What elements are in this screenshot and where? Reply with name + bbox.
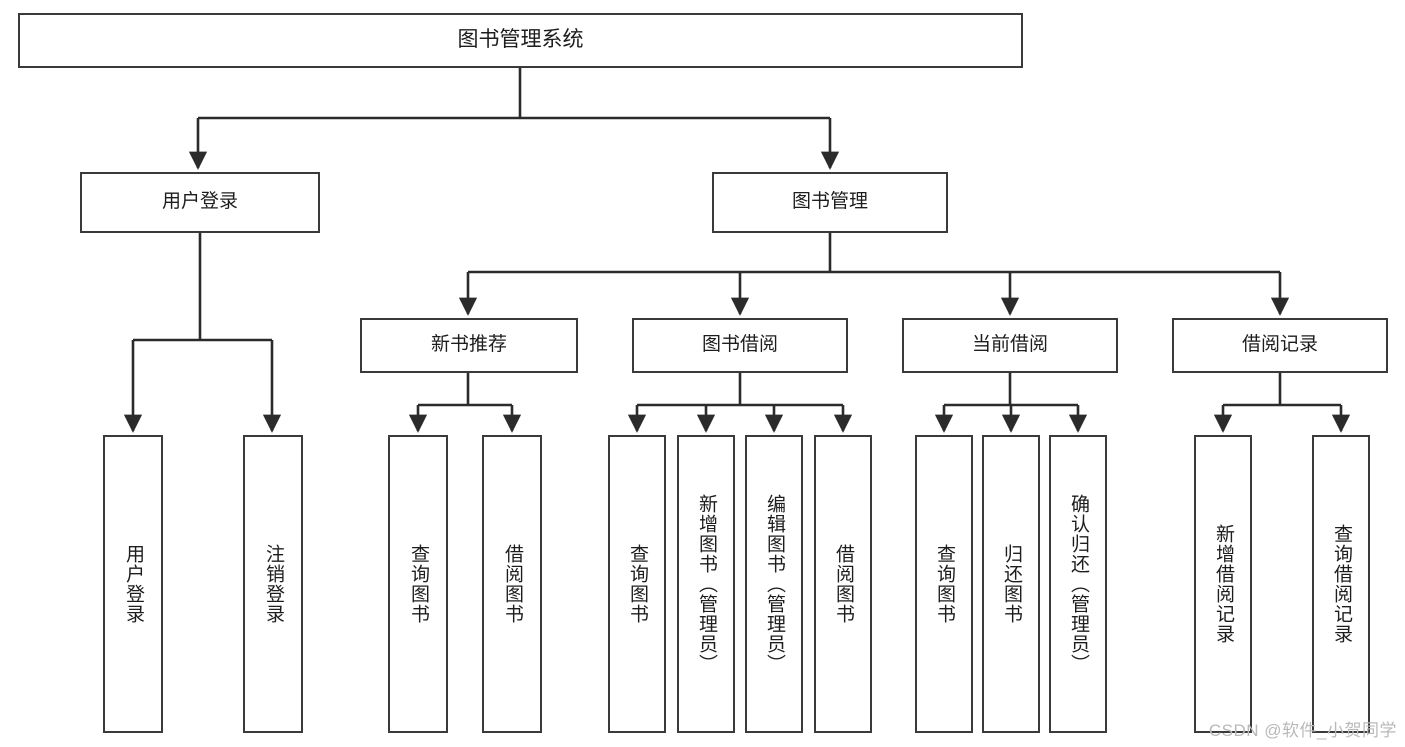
node-leaf-add-record-label: 新增借阅记录 — [1212, 524, 1234, 644]
node-leaf-logout[interactable]: 注销登录 — [243, 435, 303, 733]
node-leaf-query-book-rec[interactable]: 查询图书 — [388, 435, 448, 733]
node-leaf-query-book-cur-label: 查询图书 — [933, 544, 955, 624]
node-leaf-query-book-cur[interactable]: 查询图书 — [915, 435, 973, 733]
node-leaf-query-record-label: 查询借阅记录 — [1330, 524, 1352, 644]
watermark: CSDN @软件_小贺同学 — [1208, 721, 1397, 740]
node-leaf-edit-book[interactable]: 编辑图书（管理员） — [745, 435, 803, 733]
node-leaf-query-record[interactable]: 查询借阅记录 — [1312, 435, 1370, 733]
node-leaf-borrow-book[interactable]: 借阅图书 — [814, 435, 872, 733]
node-leaf-user-login-label: 用户登录 — [122, 544, 144, 624]
node-user-login-label: 用户登录 — [161, 191, 238, 213]
node-leaf-add-book[interactable]: 新增图书（管理员） — [677, 435, 735, 733]
node-leaf-query-book[interactable]: 查询图书 — [608, 435, 666, 733]
node-borrow-record-label: 借阅记录 — [1241, 334, 1318, 356]
node-leaf-return-book[interactable]: 归还图书 — [982, 435, 1040, 733]
node-leaf-user-login[interactable]: 用户登录 — [103, 435, 163, 733]
node-leaf-return-book-label: 归还图书 — [1000, 544, 1022, 624]
node-book-manage[interactable]: 图书管理 — [712, 172, 948, 233]
node-leaf-add-record[interactable]: 新增借阅记录 — [1194, 435, 1252, 733]
node-root-label: 图书管理系统 — [457, 28, 584, 52]
node-leaf-borrow-book-label: 借阅图书 — [832, 544, 854, 624]
node-borrow-record[interactable]: 借阅记录 — [1172, 318, 1388, 373]
node-current-borrow[interactable]: 当前借阅 — [902, 318, 1118, 373]
node-leaf-confirm-return[interactable]: 确认归还（管理员） — [1049, 435, 1107, 733]
node-root[interactable]: 图书管理系统 — [18, 13, 1023, 68]
node-leaf-add-book-label: 新增图书（管理员） — [695, 494, 717, 674]
node-leaf-borrow-book-rec-label: 借阅图书 — [501, 544, 523, 624]
node-leaf-edit-book-label: 编辑图书（管理员） — [763, 494, 785, 674]
node-book-borrow-label: 图书借阅 — [701, 334, 778, 356]
node-leaf-query-book-rec-label: 查询图书 — [407, 544, 429, 624]
node-book-manage-label: 图书管理 — [791, 191, 868, 213]
node-book-borrow[interactable]: 图书借阅 — [632, 318, 848, 373]
node-leaf-borrow-book-rec[interactable]: 借阅图书 — [482, 435, 542, 733]
node-leaf-confirm-return-label: 确认归还（管理员） — [1067, 494, 1089, 674]
node-user-login[interactable]: 用户登录 — [80, 172, 320, 233]
node-current-borrow-label: 当前借阅 — [971, 334, 1048, 356]
node-new-book-rec[interactable]: 新书推荐 — [360, 318, 578, 373]
node-new-book-rec-label: 新书推荐 — [430, 334, 507, 356]
node-leaf-query-book-label: 查询图书 — [626, 544, 648, 624]
node-leaf-logout-label: 注销登录 — [262, 544, 284, 624]
